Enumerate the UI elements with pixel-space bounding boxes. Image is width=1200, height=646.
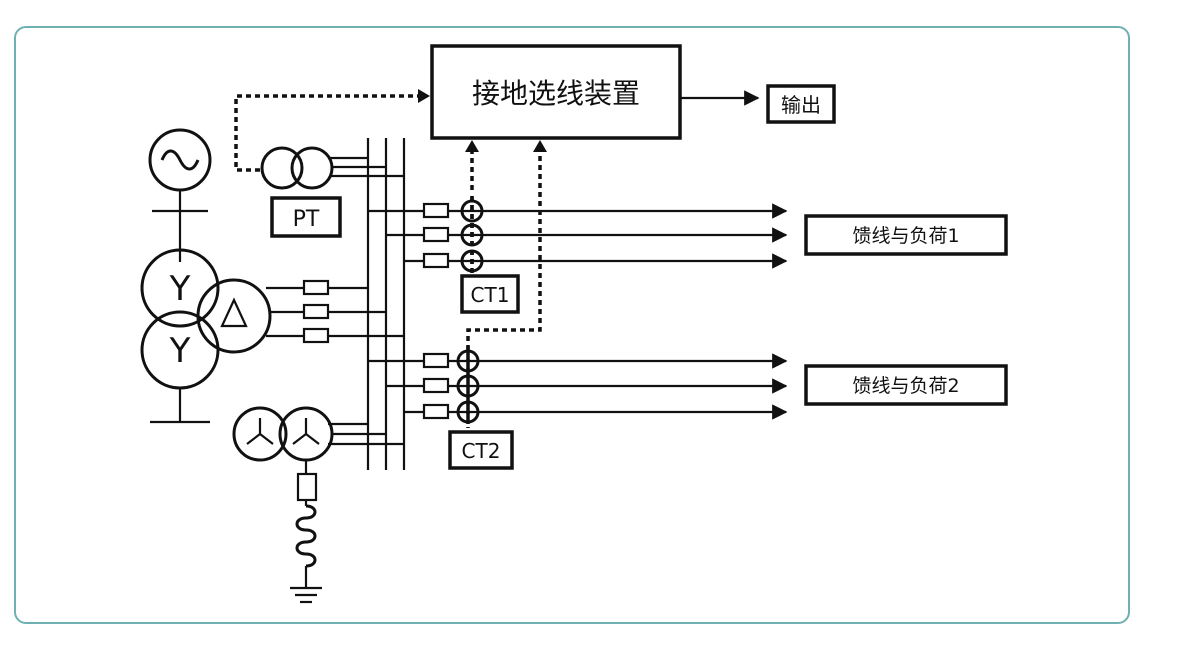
feeder-group-1 xyxy=(368,196,788,274)
feeder2-box: 馈线与负荷2 xyxy=(804,364,1008,406)
delta-icon xyxy=(220,297,248,328)
feeder1-box: 馈线与负荷1 xyxy=(804,214,1008,256)
ct1-signal-arrowhead xyxy=(465,140,479,152)
pt-label: PT xyxy=(293,207,320,232)
pt-signal-line xyxy=(234,94,420,172)
transformer-bus-connections xyxy=(266,279,404,344)
ct1-box: CT1 xyxy=(460,274,520,314)
ct2-signal-arrowhead xyxy=(533,140,547,152)
pt-signal-arrowhead xyxy=(418,89,430,103)
sine-wave-icon xyxy=(160,149,200,171)
grounding-transformer xyxy=(232,406,404,462)
busbar xyxy=(366,138,406,470)
grounding-branch xyxy=(290,460,322,604)
main-transformer: Y Y xyxy=(140,248,272,424)
diagram-frame xyxy=(14,26,1130,624)
winding-y-top: Y xyxy=(169,269,191,309)
ct1-label: CT1 xyxy=(471,283,510,307)
winding-y-bottom: Y xyxy=(169,331,191,371)
device-label: 接地选线装置 xyxy=(472,77,640,110)
ct2-label: CT2 xyxy=(462,439,501,463)
inductor-icon xyxy=(295,504,317,568)
feeder1-label: 馈线与负荷1 xyxy=(852,225,959,247)
generator xyxy=(148,128,212,262)
resistor-icon xyxy=(296,472,318,502)
ct2-box: CT2 xyxy=(448,430,514,470)
output-box: 输出 xyxy=(766,84,836,124)
wye-icon-right xyxy=(292,418,320,445)
feeder2-label: 馈线与负荷2 xyxy=(852,375,959,397)
output-label: 输出 xyxy=(781,93,821,117)
ct2-signal-line xyxy=(466,150,542,350)
pt-transformer: PT xyxy=(260,146,404,238)
feeder-group-2 xyxy=(368,346,788,428)
wye-icon-left xyxy=(246,418,274,445)
grounding-line-selection-device: 接地选线装置 xyxy=(430,44,682,140)
